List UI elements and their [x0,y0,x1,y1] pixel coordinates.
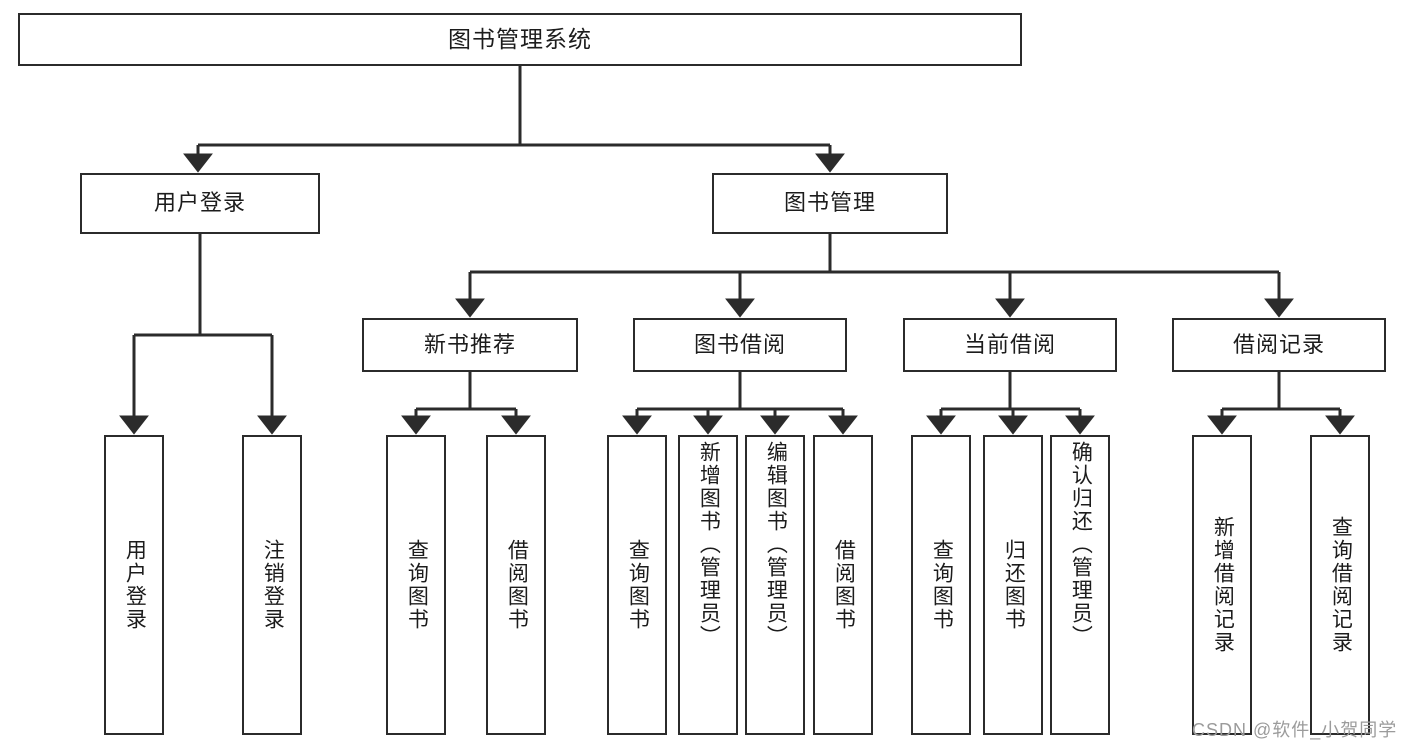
node-leaf-return-book[interactable]: 归还图书 [983,435,1043,735]
leaf-label: 编辑图书（管理员） [764,441,788,648]
node-leaf-logout[interactable]: 注销登录 [242,435,302,735]
node-leaf-add-book[interactable]: 新增图书（管理员） [678,435,738,735]
leaf-label: 查询借阅记录 [1329,516,1353,654]
node-book-borrow[interactable]: 图书借阅 [633,318,847,372]
leaf-label: 归还图书 [1002,539,1026,631]
node-leaf-borrow-book-1[interactable]: 借阅图书 [486,435,546,735]
csdn-watermark: CSDN @软件_小贺同学 [1192,720,1398,740]
node-leaf-edit-book[interactable]: 编辑图书（管理员） [745,435,805,735]
node-leaf-add-borrow-record[interactable]: 新增借阅记录 [1192,435,1252,735]
node-leaf-query-book-3[interactable]: 查询图书 [911,435,971,735]
leaf-label: 新增图书（管理员） [697,441,721,648]
node-root-system[interactable]: 图书管理系统 [18,13,1022,66]
leaf-label: 借阅图书 [505,539,529,631]
leaf-label: 确认归还（管理员） [1069,441,1093,648]
leaf-label: 借阅图书 [832,539,856,631]
node-leaf-query-book-1[interactable]: 查询图书 [386,435,446,735]
node-leaf-confirm-return[interactable]: 确认归还（管理员） [1050,435,1110,735]
node-leaf-borrow-book-2[interactable]: 借阅图书 [813,435,873,735]
leaf-label: 新增借阅记录 [1211,516,1235,654]
node-leaf-query-borrow-record[interactable]: 查询借阅记录 [1310,435,1370,735]
leaf-label: 查询图书 [626,539,650,631]
leaf-label: 查询图书 [405,539,429,631]
leaf-label: 注销登录 [261,539,285,631]
node-leaf-user-login[interactable]: 用户登录 [104,435,164,735]
node-borrow-record[interactable]: 借阅记录 [1172,318,1386,372]
node-user-login[interactable]: 用户登录 [80,173,320,234]
leaf-label: 用户登录 [123,539,147,631]
node-book-manage[interactable]: 图书管理 [712,173,948,234]
node-new-book-recommend[interactable]: 新书推荐 [362,318,578,372]
leaf-label: 查询图书 [930,539,954,631]
node-leaf-query-book-2[interactable]: 查询图书 [607,435,667,735]
node-current-borrow[interactable]: 当前借阅 [903,318,1117,372]
